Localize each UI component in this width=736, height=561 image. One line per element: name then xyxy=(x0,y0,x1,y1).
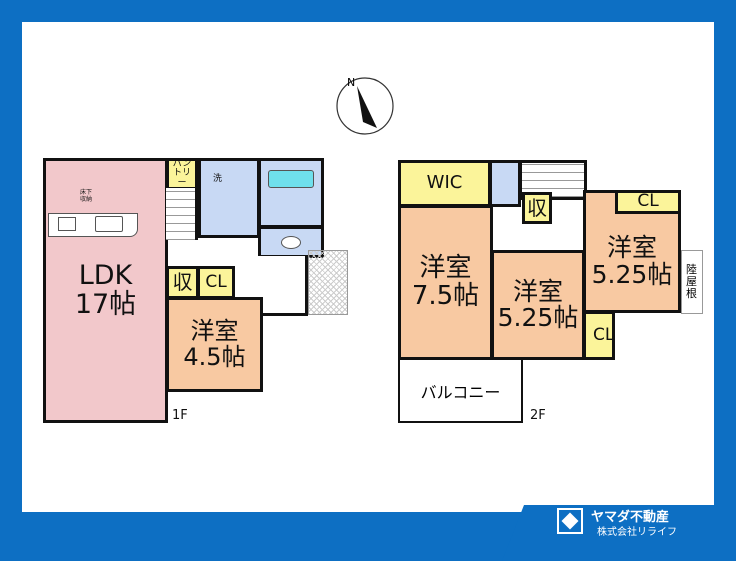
flat-roof-label: 陸屋根 xyxy=(686,262,697,301)
ldk-name: LDK xyxy=(78,260,133,292)
brand-banner xyxy=(502,505,736,561)
laundry-label: 洗 xyxy=(213,174,223,184)
room-c-size: 5.25帖 xyxy=(591,259,673,289)
western-room-1f: 洋室 4.5帖 xyxy=(166,297,263,392)
closet-1f: CL xyxy=(197,266,235,299)
room-1f-name: 洋室 xyxy=(190,317,239,346)
pantry-label: パントリー xyxy=(172,158,192,188)
wic-label: WIC xyxy=(426,172,463,194)
western-room-5-25-center: 洋室 5.25帖 xyxy=(491,250,585,360)
balcony: バルコニー xyxy=(398,360,523,423)
balcony-label: バルコニー xyxy=(420,382,501,402)
underfloor-storage-label: 床下収納 xyxy=(80,189,93,203)
brand-logo-icon xyxy=(557,508,583,534)
toilet-2f xyxy=(489,160,521,207)
bathroom xyxy=(258,158,324,228)
walk-in-closet: WIC xyxy=(398,160,491,207)
room-b-size: 5.25帖 xyxy=(497,303,579,332)
stairs-2f xyxy=(519,160,587,200)
room-1f-size: 4.5帖 xyxy=(183,342,246,371)
north-label: N xyxy=(347,76,355,89)
porch xyxy=(308,250,348,315)
room-a-name: 洋室 xyxy=(419,253,472,284)
sink-icon xyxy=(95,216,123,232)
floor-2f-label: 2F xyxy=(530,408,546,423)
bathtub-icon xyxy=(268,170,314,188)
storage-2f: 収 xyxy=(522,192,552,224)
stairs-1f xyxy=(166,188,198,240)
closet-2f-top: CL xyxy=(615,190,681,214)
room-c-name: 洋室 xyxy=(606,233,657,263)
closet-2f-side: CL xyxy=(583,311,615,360)
room-b-name: 洋室 xyxy=(512,276,563,306)
brand-name: ヤマダ不動産 xyxy=(591,510,670,525)
brand-company: 株式会社リライフ xyxy=(597,527,677,538)
closet-top-label: CL xyxy=(637,191,659,212)
laundry-room: 洗 xyxy=(198,158,260,238)
compass-icon: N xyxy=(336,76,394,135)
ldk-room: LDK 17帖 xyxy=(43,158,168,423)
western-room-7-5: 洋室 7.5帖 xyxy=(398,205,493,360)
toilet-icon xyxy=(281,235,301,249)
storage-2f-label: 収 xyxy=(527,195,547,220)
storage-1f: 収 xyxy=(166,266,199,299)
room-a-size: 7.5帖 xyxy=(411,280,480,311)
cooktop-icon xyxy=(58,217,76,231)
flat-roof: 陸屋根 xyxy=(681,250,703,314)
entrance xyxy=(258,256,308,316)
storage-1f-label: 収 xyxy=(172,270,193,294)
pantry: パントリー xyxy=(166,158,198,190)
closet-1f-label: CL xyxy=(205,271,227,292)
closet-side-label: CL xyxy=(593,324,615,345)
ldk-size: 17帖 xyxy=(74,288,137,320)
floor-1f-label: 1F xyxy=(172,408,188,423)
